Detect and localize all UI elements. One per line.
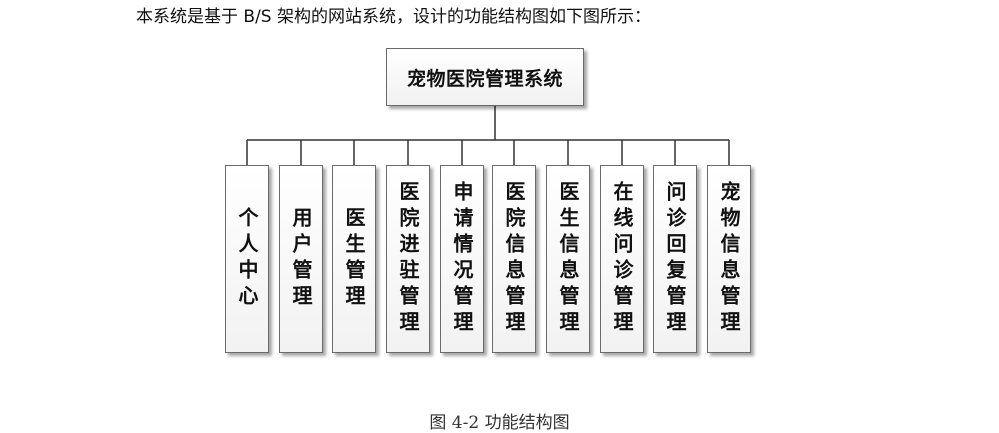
child-node-label: 医院信息管理 (502, 181, 526, 337)
root-node: 宠物医院管理系统 (386, 48, 584, 106)
intro-text: 本系统是基于 B/S 架构的网站系统，设计的功能结构图如下图所示： (136, 7, 651, 27)
child-node-consultation-reply-management: 问诊回复管理 (653, 165, 697, 353)
child-node-pet-info-management: 宠物信息管理 (707, 165, 751, 353)
child-node-online-consultation-management: 在线问诊管理 (600, 165, 644, 353)
child-node-label: 宠物信息管理 (717, 181, 741, 337)
child-node-label: 用户管理 (289, 207, 313, 311)
child-node-label: 医院进驻管理 (396, 181, 420, 337)
child-node-label: 医生管理 (342, 207, 366, 311)
child-node-personal-center: 个人中心 (225, 165, 269, 353)
child-node-hospital-info-management: 医院信息管理 (492, 165, 536, 353)
child-node-user-management: 用户管理 (279, 165, 323, 353)
child-node-label: 申请情况管理 (450, 181, 474, 337)
child-node-doctor-management: 医生管理 (332, 165, 376, 353)
child-node-label: 在线问诊管理 (610, 181, 634, 337)
child-node-label: 个人中心 (235, 207, 259, 311)
child-node-label: 问诊回复管理 (663, 181, 687, 337)
figure-caption: 图 4-2 功能结构图 (429, 413, 570, 433)
child-node-hospital-entry-management: 医院进驻管理 (386, 165, 430, 353)
root-node-label: 宠物医院管理系统 (406, 67, 563, 90)
child-node-label: 医生信息管理 (556, 181, 580, 337)
child-node-application-status-management: 申请情况管理 (440, 165, 484, 353)
child-node-doctor-info-management: 医生信息管理 (546, 165, 590, 353)
